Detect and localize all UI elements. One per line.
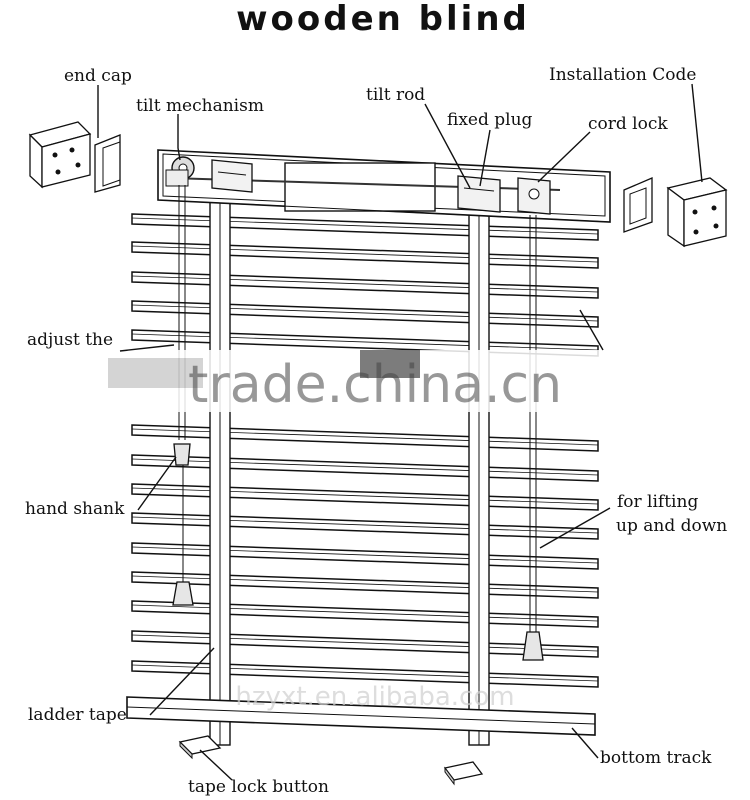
slat bbox=[132, 601, 598, 627]
tape-lock-button-right bbox=[445, 762, 482, 784]
watermark-main: trade.china.cn bbox=[188, 355, 562, 415]
slats bbox=[132, 214, 598, 687]
label-tilt-mechanism: tilt mechanism bbox=[136, 96, 264, 116]
slat bbox=[132, 301, 598, 327]
end-cap-left bbox=[30, 122, 90, 187]
cord-lock bbox=[518, 178, 550, 214]
slat bbox=[132, 513, 598, 539]
ladder-tape-right bbox=[469, 200, 489, 745]
slat bbox=[132, 242, 598, 268]
slat bbox=[132, 455, 598, 481]
label-ladder-tape: ladder tape bbox=[28, 705, 127, 725]
label-end-cap: end cap bbox=[64, 66, 132, 86]
label-cord-lock: cord lock bbox=[588, 114, 668, 134]
watermark-secondary: hzyxt.en.alibaba.com bbox=[235, 682, 514, 712]
watermark-band: trade.china.cn bbox=[0, 350, 750, 415]
lift-cord-tassel bbox=[523, 632, 543, 660]
end-cap-bracket-left bbox=[95, 135, 120, 192]
slat bbox=[132, 572, 598, 598]
label-adjust-the: adjust the bbox=[27, 330, 113, 350]
fixed-plug-cradle bbox=[458, 176, 500, 212]
label-for-lifting: for lifting bbox=[617, 492, 698, 512]
label-installation-code: Installation Code bbox=[549, 65, 696, 85]
label-up-and-down: up and down bbox=[616, 516, 727, 536]
installation-bracket-right bbox=[668, 178, 726, 246]
label-hand-shank: hand shank bbox=[25, 499, 125, 519]
label-tape-lock-button: tape lock button bbox=[188, 777, 329, 797]
slat bbox=[132, 543, 598, 569]
hand-shank-tassel bbox=[174, 444, 190, 465]
label-fixed-plug: fixed plug bbox=[447, 110, 533, 130]
end-cap-bracket-right bbox=[624, 178, 652, 232]
slat bbox=[132, 272, 598, 298]
lift-cords bbox=[530, 215, 536, 635]
diagram-title: wooden blind bbox=[236, 0, 530, 39]
label-bottom-track: bottom track bbox=[600, 748, 712, 768]
tilt-wand-tassel bbox=[173, 582, 193, 605]
cradle-left bbox=[212, 160, 252, 192]
ladder-tape-left bbox=[210, 190, 230, 745]
label-tilt-rod: tilt rod bbox=[366, 85, 425, 105]
slat bbox=[132, 425, 598, 451]
slat bbox=[132, 484, 598, 510]
